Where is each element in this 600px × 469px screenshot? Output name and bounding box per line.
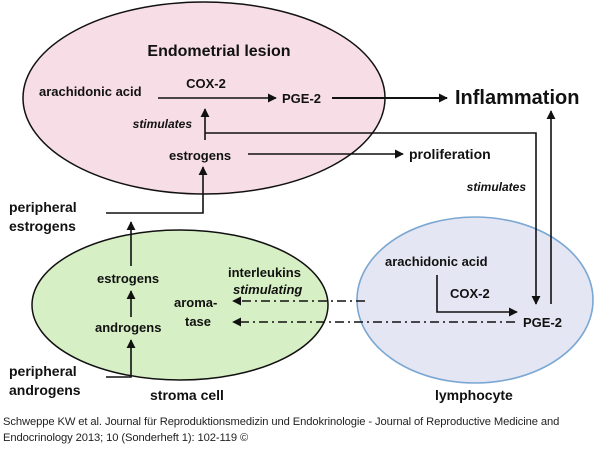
lymph-arachidonic-acid: arachidonic acid [385, 254, 488, 269]
lesion-stimulates: stimulates [133, 117, 193, 131]
peripheral-estrogens-line1: peripheral [9, 199, 77, 215]
lymph-cox2: COX-2 [450, 286, 490, 301]
endometriosis-pathway-diagram: Endometrial lesion arachidonic acid COX-… [9, 1, 594, 403]
lymphocyte-label: lymphocyte [435, 387, 513, 403]
proliferation-label: proliferation [409, 146, 491, 162]
stimulates-label: stimulates [467, 180, 527, 194]
peripheral-estrogens-line2: estrogens [9, 218, 76, 234]
arrow-peripheral-estrogens-to-lesion [106, 166, 208, 214]
aromatase-line2: tase [185, 314, 211, 329]
inflammation-label: Inflammation [455, 87, 579, 109]
stroma-cell [31, 229, 329, 381]
stroma-cell-label: stroma cell [150, 387, 224, 403]
lesion-title: Endometrial lesion [147, 43, 290, 60]
peripheral-androgens-line2: androgens [9, 382, 81, 398]
lymphocyte-cell [356, 216, 594, 384]
line-lesion-to-lymphocyte [205, 132, 541, 305]
lesion-arachidonic-acid: arachidonic acid [39, 84, 142, 99]
pathway-arrows [106, 93, 556, 378]
arrow-lymph-cox2-pathway [436, 275, 518, 317]
peripheral-androgens-line1: peripheral [9, 363, 77, 379]
arrow-peripheral-androgens-to-stroma [106, 339, 136, 378]
lesion-pge2: PGE-2 [282, 91, 321, 106]
stroma-estrogens: estrogens [97, 271, 159, 286]
stroma-androgens: androgens [95, 320, 161, 335]
source-caption: Schweppe KW et al. Journal für Reprodukt… [3, 416, 560, 444]
lesion-estrogens: estrogens [169, 148, 231, 163]
aromatase-line1: aroma- [174, 295, 217, 310]
lymph-pge2: PGE-2 [523, 315, 562, 330]
interleukins-label: interleukins [228, 265, 301, 280]
stimulating-label: stimulating [233, 282, 302, 297]
lesion-cox2: COX-2 [186, 76, 226, 91]
